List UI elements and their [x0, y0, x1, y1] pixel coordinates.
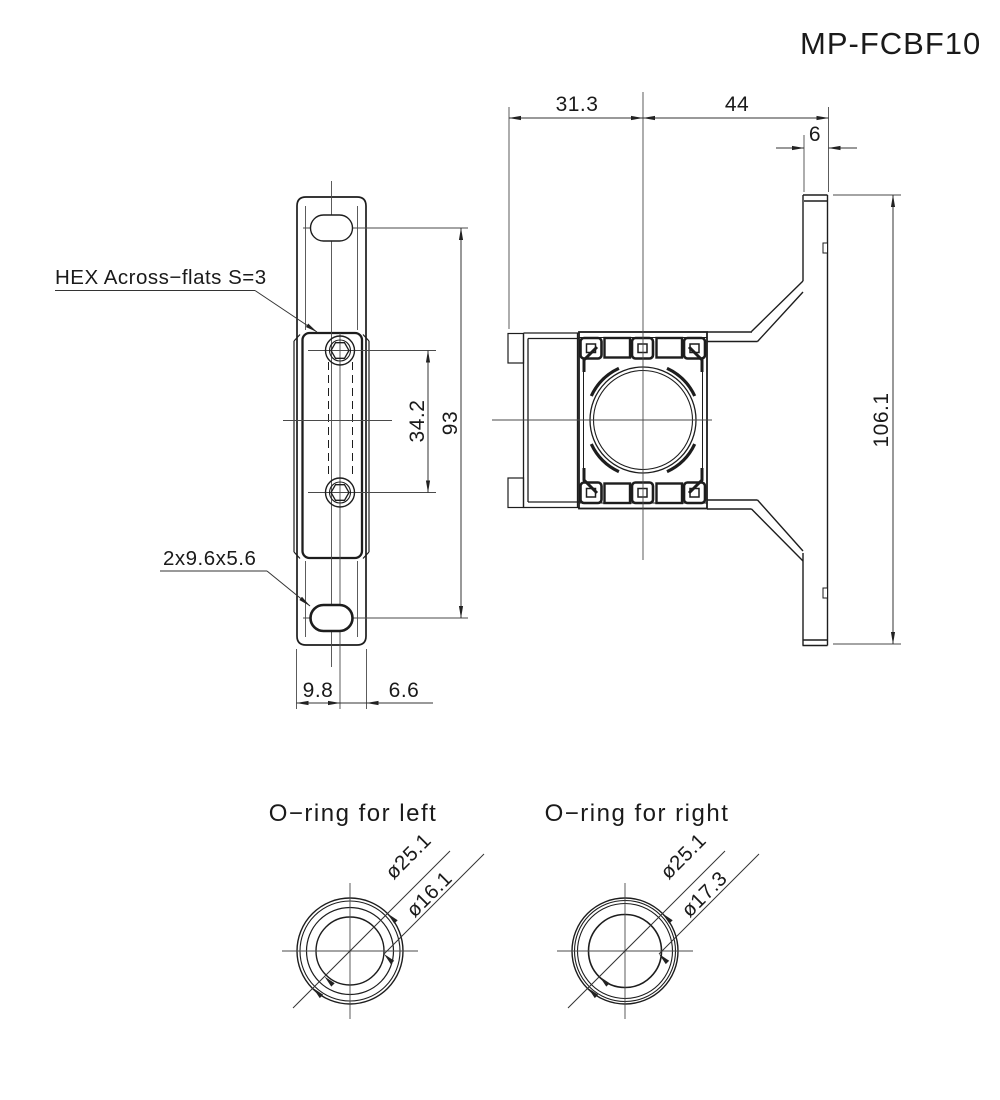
side-center-lines [492, 92, 712, 560]
front-clamp-block [301, 331, 364, 560]
side-left-tab-top [507, 332, 525, 364]
slot-size-label: 2x9.6x5.6 [163, 547, 256, 570]
front-top-slot [309, 214, 354, 242]
dim-right-offset-label: 6.6 [389, 679, 420, 702]
side-left-tab-bottom [507, 477, 525, 509]
front-center-lines [283, 181, 468, 709]
side-block-bottom-slots [579, 481, 707, 505]
front-bottom-slot [309, 603, 354, 633]
oring-right-inner-dia-label: ø17.3 [677, 867, 732, 922]
dim-left-width-label: 31.3 [556, 93, 599, 116]
oring-right-title: O−ring for right [545, 800, 730, 827]
oring-left-inner-dia-label: ø16.1 [402, 867, 457, 922]
oring-right-outer-dia-label: ø25.1 [656, 829, 711, 884]
dim-flange-thickness-label: 6 [809, 123, 821, 146]
side-right-flange [707, 194, 829, 647]
dim-hole-spacing-label: 34.2 [406, 400, 429, 443]
side-block-top-slots [579, 336, 707, 360]
side-block-corner-marks [582, 345, 704, 495]
hex-across-flats-label: HEX Across−flats S=3 [55, 266, 267, 289]
drawing-title: MP-FCBF10 [800, 26, 981, 61]
front-hex-screw-bottom [324, 477, 356, 508]
dim-right-width-label: 44 [725, 93, 749, 116]
dim-left-offset-label: 9.8 [303, 679, 334, 702]
side-view-dimensions: 31.3 44 6 106.1 [508, 93, 901, 645]
oring-left-view: O−ring for left ø25.1 ø16.1 [269, 800, 485, 1019]
front-view [283, 181, 468, 709]
front-middle-section-edges [293, 334, 370, 559]
oring-left-outer-dia-label: ø25.1 [381, 829, 436, 884]
front-view-dimensions: 34.2 93 9.8 6.6 HEX Across−flats S=3 2x9… [55, 227, 464, 709]
dim-total-height-label: 106.1 [870, 392, 893, 447]
front-hex-screw-top [324, 335, 356, 366]
oring-right-view: O−ring for right ø25.1 ø17.3 [545, 800, 760, 1019]
side-view [492, 92, 829, 647]
side-block-heavy-arcs [589, 366, 697, 474]
dim-height-label: 93 [439, 411, 462, 435]
oring-left-title: O−ring for left [269, 800, 438, 827]
